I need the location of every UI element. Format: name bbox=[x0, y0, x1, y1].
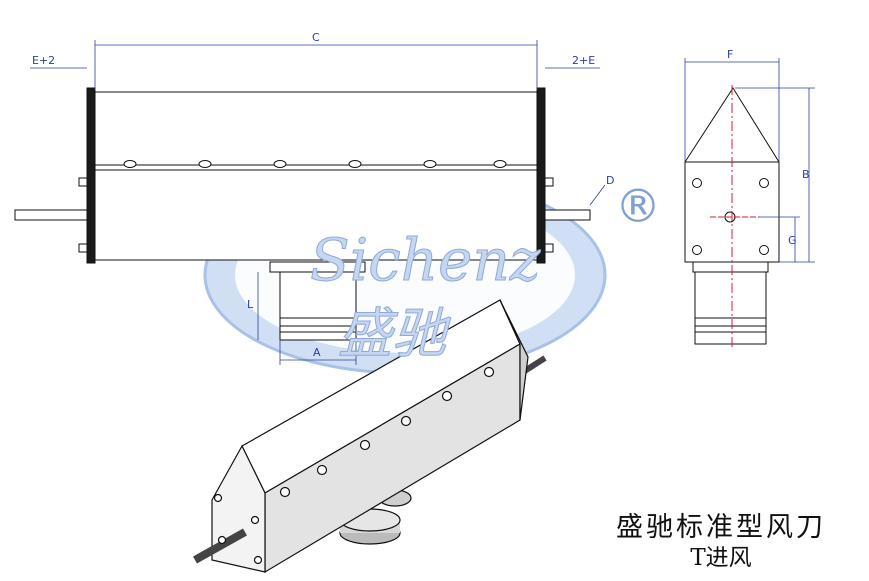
side-dimensions bbox=[684, 58, 815, 263]
watermark-brand: Sichenz bbox=[310, 226, 541, 294]
dim-c-label: C bbox=[312, 31, 320, 44]
caption: 盛驰标准型风刀 T进风 bbox=[591, 512, 851, 572]
isometric-view bbox=[193, 299, 547, 574]
dim-e-right-label: 2+E bbox=[572, 54, 595, 67]
front-dimensions bbox=[30, 40, 606, 365]
watermark-brand-cn: 盛驰 bbox=[338, 302, 451, 365]
registered-mark: ® bbox=[615, 179, 661, 233]
caption-subtitle: T进风 bbox=[690, 545, 752, 571]
dim-e-left-label: E+2 bbox=[32, 54, 55, 67]
dim-g-label: G bbox=[788, 234, 797, 247]
dim-a-label: A bbox=[313, 346, 321, 359]
caption-title: 盛驰标准型风刀 bbox=[616, 512, 826, 543]
dim-f-label: F bbox=[727, 48, 733, 61]
dim-b-label: B bbox=[802, 168, 810, 181]
dim-l-label: L bbox=[247, 298, 254, 311]
dim-d-label: D bbox=[606, 174, 614, 187]
front-view bbox=[14, 87, 591, 341]
